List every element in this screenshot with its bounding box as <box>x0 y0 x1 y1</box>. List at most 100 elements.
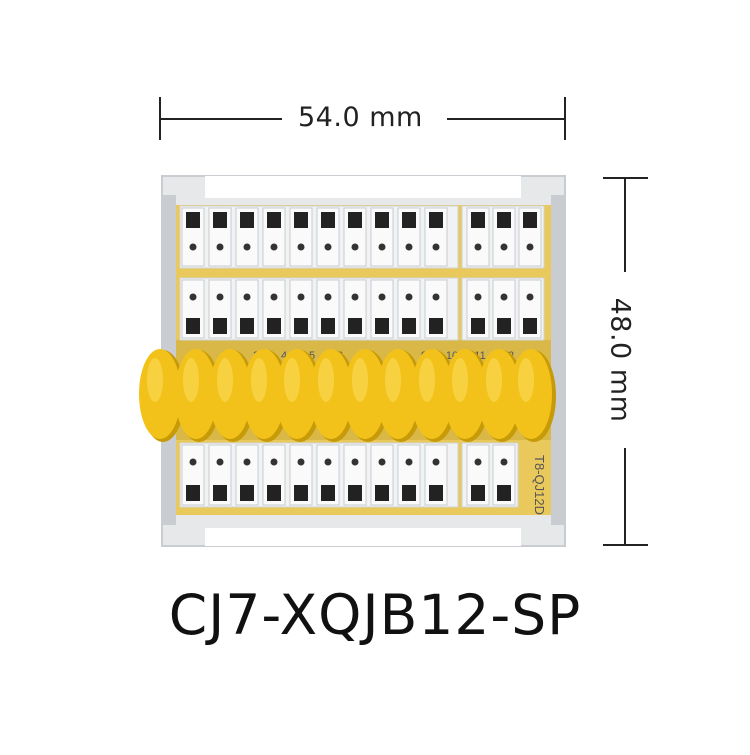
housing-top-notch <box>205 176 521 198</box>
spring-terminals <box>179 205 545 508</box>
pcb-pin-number: 4 <box>281 350 287 362</box>
ferrite-rings <box>139 349 556 442</box>
terminal-release-dot <box>243 458 251 466</box>
ferrite-ring <box>310 349 356 442</box>
terminal-wire-hole <box>523 318 537 334</box>
terminal-wire-hole <box>186 485 200 501</box>
terminal-wire-hole <box>471 212 485 228</box>
terminal-wire-hole <box>213 318 227 334</box>
pcb-pin-number: 11 <box>474 350 485 362</box>
ferrite-ring-highlight <box>486 358 502 402</box>
terminal-release-dot <box>378 293 386 301</box>
terminal-release-dot <box>500 293 508 301</box>
terminal-wire-hole <box>186 318 200 334</box>
terminal-release-dot <box>189 458 197 466</box>
terminal-release-dot <box>351 243 359 251</box>
terminal-wire-hole <box>402 485 416 501</box>
ferrite-ring-highlight <box>147 358 163 402</box>
terminal-release-dot <box>324 243 332 251</box>
ferrite-ring-highlight <box>318 358 334 402</box>
ferrite-ring-highlight <box>419 358 435 402</box>
terminal-wire-hole <box>497 212 511 228</box>
width-dimension-label: 54.0 mm <box>298 102 423 133</box>
terminal-release-dot <box>189 293 197 301</box>
terminal-wire-hole <box>294 485 308 501</box>
terminal-release-dot <box>500 243 508 251</box>
terminal-wire-hole <box>294 318 308 334</box>
terminal-wire-hole <box>523 212 537 228</box>
height-dimension-label: 48.0 mm <box>605 293 636 427</box>
terminal-release-dot <box>297 293 305 301</box>
ferrite-ring-highlight <box>385 358 401 402</box>
terminal-wire-hole <box>240 318 254 334</box>
terminal-wire-hole <box>375 318 389 334</box>
terminal-wire-hole <box>429 212 443 228</box>
terminal-release-dot <box>405 243 413 251</box>
ferrite-ring <box>444 349 490 442</box>
terminal-release-dot <box>474 243 482 251</box>
terminal-release-dot <box>216 293 224 301</box>
housing-bottom-notch <box>205 528 521 546</box>
terminal-wire-hole <box>402 318 416 334</box>
ferrite-ring <box>411 349 457 442</box>
terminal-release-dot <box>270 458 278 466</box>
terminal-release-dot <box>243 243 251 251</box>
ferrite-ring-highlight <box>452 358 468 402</box>
ferrite-ring <box>209 349 255 442</box>
terminal-release-dot <box>526 243 534 251</box>
terminal-wire-hole <box>375 212 389 228</box>
terminal-wire-hole <box>429 485 443 501</box>
terminal-release-dot <box>324 458 332 466</box>
terminal-wire-hole <box>321 318 335 334</box>
terminal-wire-hole <box>429 318 443 334</box>
terminal-release-dot <box>474 458 482 466</box>
ferrite-ring <box>510 349 556 442</box>
terminal-release-dot <box>324 293 332 301</box>
terminal-release-dot <box>270 243 278 251</box>
terminal-release-dot <box>216 458 224 466</box>
terminal-wire-hole <box>471 485 485 501</box>
terminal-wire-hole <box>186 212 200 228</box>
ferrite-ring <box>139 349 185 442</box>
terminal-wire-hole <box>321 485 335 501</box>
terminal-release-dot <box>243 293 251 301</box>
terminal-release-dot <box>216 243 224 251</box>
pcb-pin-number: 5 <box>309 350 315 362</box>
model-number-title: CJ7-XQJB12-SP <box>168 583 582 647</box>
ferrite-ring <box>377 349 423 442</box>
terminal-release-dot <box>432 293 440 301</box>
terminal-release-dot <box>405 293 413 301</box>
terminal-release-dot <box>432 243 440 251</box>
terminal-wire-hole <box>348 318 362 334</box>
terminal-wire-hole <box>267 212 281 228</box>
terminal-wire-hole <box>375 485 389 501</box>
terminal-release-dot <box>351 293 359 301</box>
terminal-wire-hole <box>497 318 511 334</box>
terminal-wire-hole <box>267 485 281 501</box>
terminal-wire-hole <box>321 212 335 228</box>
terminal-release-dot <box>378 458 386 466</box>
terminal-release-dot <box>297 458 305 466</box>
terminal-release-dot <box>474 293 482 301</box>
terminal-wire-hole <box>294 212 308 228</box>
terminal-release-dot <box>432 458 440 466</box>
terminal-wire-hole <box>213 212 227 228</box>
terminal-release-dot <box>297 243 305 251</box>
terminal-wire-hole <box>471 318 485 334</box>
terminal-release-dot <box>351 458 359 466</box>
terminal-wire-hole <box>497 485 511 501</box>
housing-right-rail <box>551 195 565 525</box>
ferrite-ring <box>344 349 390 442</box>
ferrite-ring <box>276 349 322 442</box>
terminal-release-dot <box>500 458 508 466</box>
terminal-wire-hole <box>402 212 416 228</box>
terminal-release-dot <box>270 293 278 301</box>
terminal-release-dot <box>526 293 534 301</box>
ferrite-ring-highlight <box>352 358 368 402</box>
ferrite-ring <box>175 349 221 442</box>
terminal-wire-hole <box>240 485 254 501</box>
terminal-wire-hole <box>213 485 227 501</box>
ferrite-ring <box>243 349 289 442</box>
